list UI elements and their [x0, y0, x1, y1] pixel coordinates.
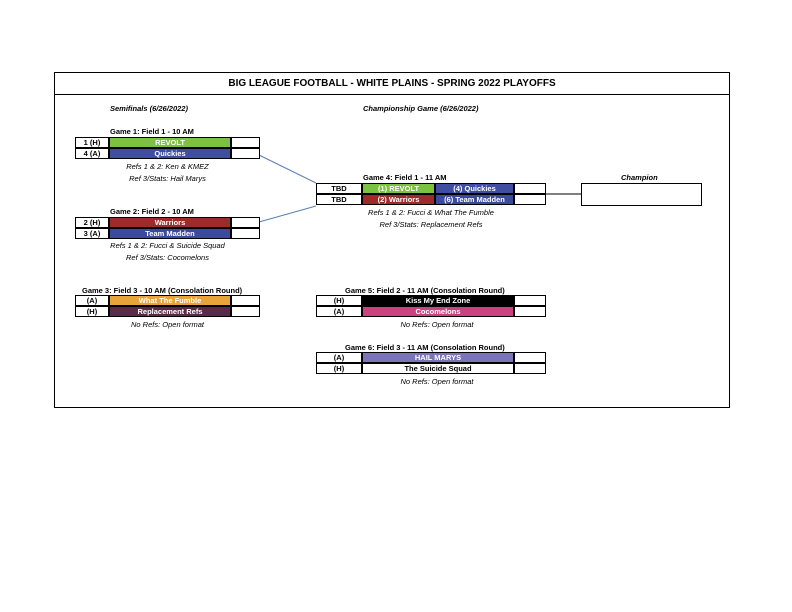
game2-team-warriors: Warriors — [109, 217, 231, 228]
game6-score-1 — [514, 352, 546, 363]
game4-team-quickies: (4) Quickies — [435, 183, 514, 194]
champion-label: Champion — [621, 173, 658, 182]
game2-row-1: 2 (H) Warriors — [75, 217, 260, 228]
game4-score-1 — [514, 183, 546, 194]
game3-note-1: No Refs: Open format — [131, 320, 204, 329]
game4-seed-2: TBD — [316, 194, 362, 205]
game6-row-2: (H) The Suicide Squad — [316, 363, 546, 374]
game5-score-2 — [514, 306, 546, 317]
game4-row-1: TBD (1) REVOLT (4) Quickies — [316, 183, 546, 194]
game1-note-1: Refs 1 & 2: Ken & KMEZ — [126, 162, 209, 171]
game2-seed-2: 3 (A) — [75, 228, 109, 239]
game1-title: Game 1: Field 1 - 10 AM — [110, 127, 194, 136]
page-title: BIG LEAGUE FOOTBALL - WHITE PLAINS - SPR… — [55, 73, 729, 95]
game1-row-1: 1 (H) REVOLT — [75, 137, 260, 148]
game4-note-2: Ref 3/Stats: Replacement Refs — [379, 220, 483, 229]
game1-seed-1: 1 (H) — [75, 137, 109, 148]
game2-note-2: Ref 3/Stats: Cocomelons — [126, 253, 209, 262]
game3-score-1 — [231, 295, 260, 306]
semifinals-header: Semifinals (6/26/2022) — [110, 104, 188, 113]
bracket-frame: BIG LEAGUE FOOTBALL - WHITE PLAINS - SPR… — [54, 72, 730, 408]
game1-team-quickies: Quickies — [109, 148, 231, 159]
game6-team-suicide-squad: The Suicide Squad — [362, 363, 514, 374]
game3-seed-1: (A) — [75, 295, 109, 306]
game2-title: Game 2: Field 2 - 10 AM — [110, 207, 194, 216]
game5-row-2: (A) Cocomelons — [316, 306, 546, 317]
game1-row-2: 4 (A) Quickies — [75, 148, 260, 159]
game4-team-revolt: (1) REVOLT — [362, 183, 435, 194]
game6-seed-1: (A) — [316, 352, 362, 363]
game3-row-1: (A) What The Fumble — [75, 295, 260, 306]
championship-header: Championship Game (6/26/2022) — [363, 104, 479, 113]
game4-seed-1: TBD — [316, 183, 362, 194]
champion-box — [581, 183, 702, 206]
game3-row-2: (H) Replacement Refs — [75, 306, 260, 317]
game3-score-2 — [231, 306, 260, 317]
game6-score-2 — [514, 363, 546, 374]
game3-seed-2: (H) — [75, 306, 109, 317]
game3-team-replacement-refs: Replacement Refs — [109, 306, 231, 317]
game6-seed-2: (H) — [316, 363, 362, 374]
game4-team-warriors: (2) Warriors — [362, 194, 435, 205]
game1-note-2: Ref 3/Stats: Hail Marys — [129, 174, 206, 183]
game2-seed-1: 2 (H) — [75, 217, 109, 228]
game2-score-1 — [231, 217, 260, 228]
game4-team-madden: (6) Team Madden — [435, 194, 514, 205]
game2-team-madden: Team Madden — [109, 228, 231, 239]
game5-seed-1: (H) — [316, 295, 362, 306]
game3-team-fumble: What The Fumble — [109, 295, 231, 306]
game2-score-2 — [231, 228, 260, 239]
game5-team-kiss-my-end-zone: Kiss My End Zone — [362, 295, 514, 306]
game4-row-2: TBD (2) Warriors (6) Team Madden — [316, 194, 546, 205]
game5-score-1 — [514, 295, 546, 306]
connector-game1 — [258, 154, 317, 184]
game1-score-2 — [231, 148, 260, 159]
game5-seed-2: (A) — [316, 306, 362, 317]
game6-note-1: No Refs: Open format — [400, 377, 474, 386]
game5-title: Game 5: Field 2 - 11 AM (Consolation Rou… — [345, 286, 505, 295]
game4-title: Game 4: Field 1 - 11 AM — [363, 173, 447, 182]
game5-team-cocomelons: Cocomelons — [362, 306, 514, 317]
game6-row-1: (A) HAIL MARYS — [316, 352, 546, 363]
game5-note-1: No Refs: Open format — [400, 320, 474, 329]
game4-score-2 — [514, 194, 546, 205]
game6-title: Game 6: Field 3 - 11 AM (Consolation Rou… — [345, 343, 505, 352]
game3-title: Game 3: Field 3 - 10 AM (Consolation Rou… — [82, 286, 243, 295]
game1-score-1 — [231, 137, 260, 148]
game2-row-2: 3 (A) Team Madden — [75, 228, 260, 239]
game2-note-1: Refs 1 & 2: Fucci & Suicide Squad — [110, 241, 225, 250]
game5-row-1: (H) Kiss My End Zone — [316, 295, 546, 306]
game1-team-revolt: REVOLT — [109, 137, 231, 148]
game4-note-1: Refs 1 & 2: Fucci & What The Fumble — [368, 208, 494, 217]
game1-seed-2: 4 (A) — [75, 148, 109, 159]
game6-team-hail-marys: HAIL MARYS — [362, 352, 514, 363]
connector-game2 — [258, 205, 317, 223]
